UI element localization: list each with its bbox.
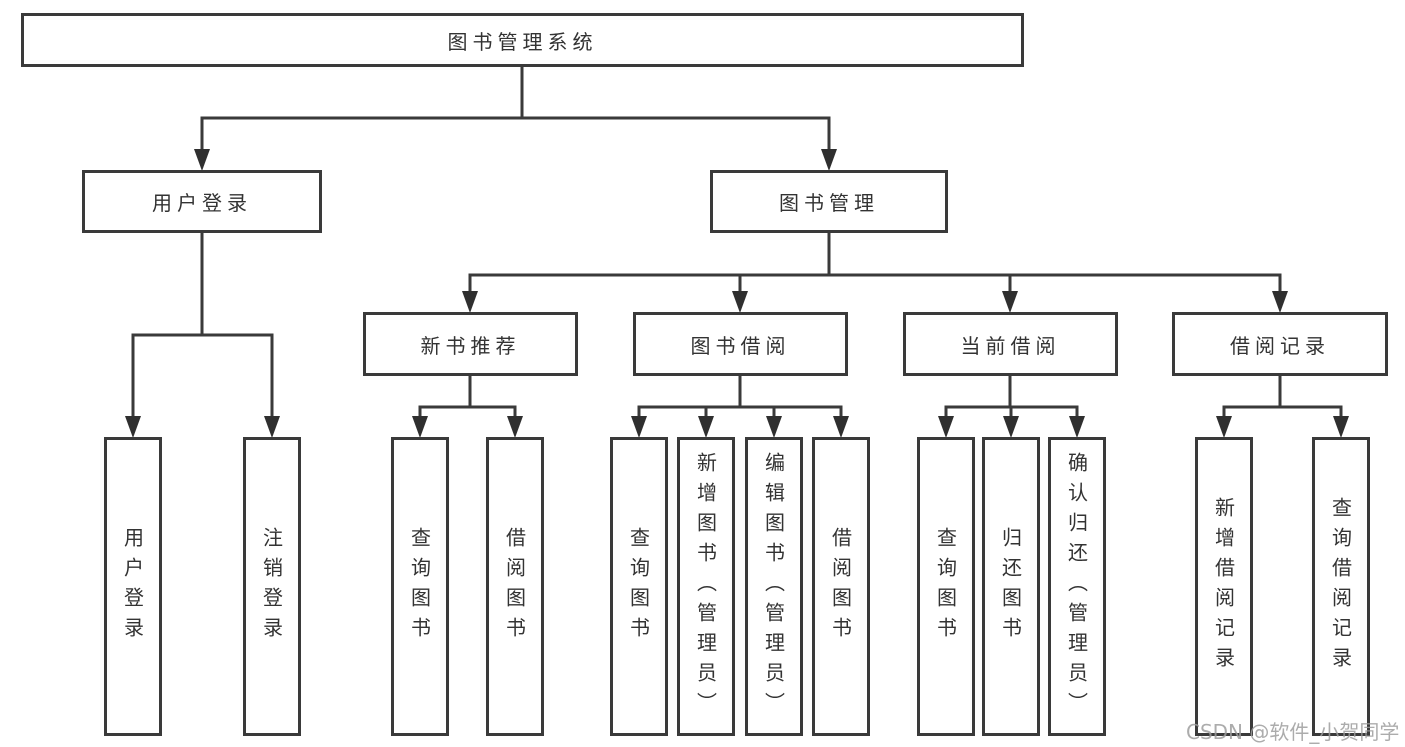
leaf-borrowing-edit-books-admin: 编辑图书（管理员） (745, 437, 803, 736)
node-book-borrowing: 图书借阅 (633, 312, 848, 376)
leaf-current-query-books: 查询图书 (917, 437, 975, 736)
node-new-book-recommend: 新书推荐 (363, 312, 578, 376)
node-book-management: 图书管理 (710, 170, 948, 233)
leaf-recommend-query-books: 查询图书 (391, 437, 449, 736)
leaf-current-confirm-return-admin: 确认归还（管理员） (1048, 437, 1106, 736)
connector-borrowing-records-to-leaves (1216, 376, 1349, 438)
leaf-current-return-books: 归还图书 (982, 437, 1040, 736)
node-user-login: 用户登录 (82, 170, 322, 233)
leaf-borrowing-borrow-books: 借阅图书 (812, 437, 870, 736)
connector-new-book-recommend-to-leaves (412, 376, 523, 438)
connector-book-borrowing-to-leaves (631, 376, 849, 438)
leaf-borrowing-query-books: 查询图书 (610, 437, 668, 736)
connector-book-mgmt-to-level2 (462, 233, 1288, 313)
leaf-recommend-borrow-books: 借阅图书 (486, 437, 544, 736)
connector-current-borrowing-to-leaves (938, 376, 1085, 438)
leaf-logout: 注销登录 (243, 437, 301, 736)
leaf-records-add-borrow-record: 新增借阅记录 (1195, 437, 1253, 736)
node-borrowing-records: 借阅记录 (1172, 312, 1388, 376)
connector-root-to-level1 (194, 67, 837, 171)
leaf-user-login: 用户登录 (104, 437, 162, 736)
node-current-borrowing: 当前借阅 (903, 312, 1118, 376)
leaf-records-query-borrow-record: 查询借阅记录 (1312, 437, 1370, 736)
csdn-watermark: CSDN @软件_小贺同学 (1186, 720, 1400, 744)
node-root: 图书管理系统 (21, 13, 1024, 67)
connector-user-login-to-leaves (125, 233, 280, 438)
leaf-borrowing-add-books-admin: 新增图书（管理员） (677, 437, 735, 736)
